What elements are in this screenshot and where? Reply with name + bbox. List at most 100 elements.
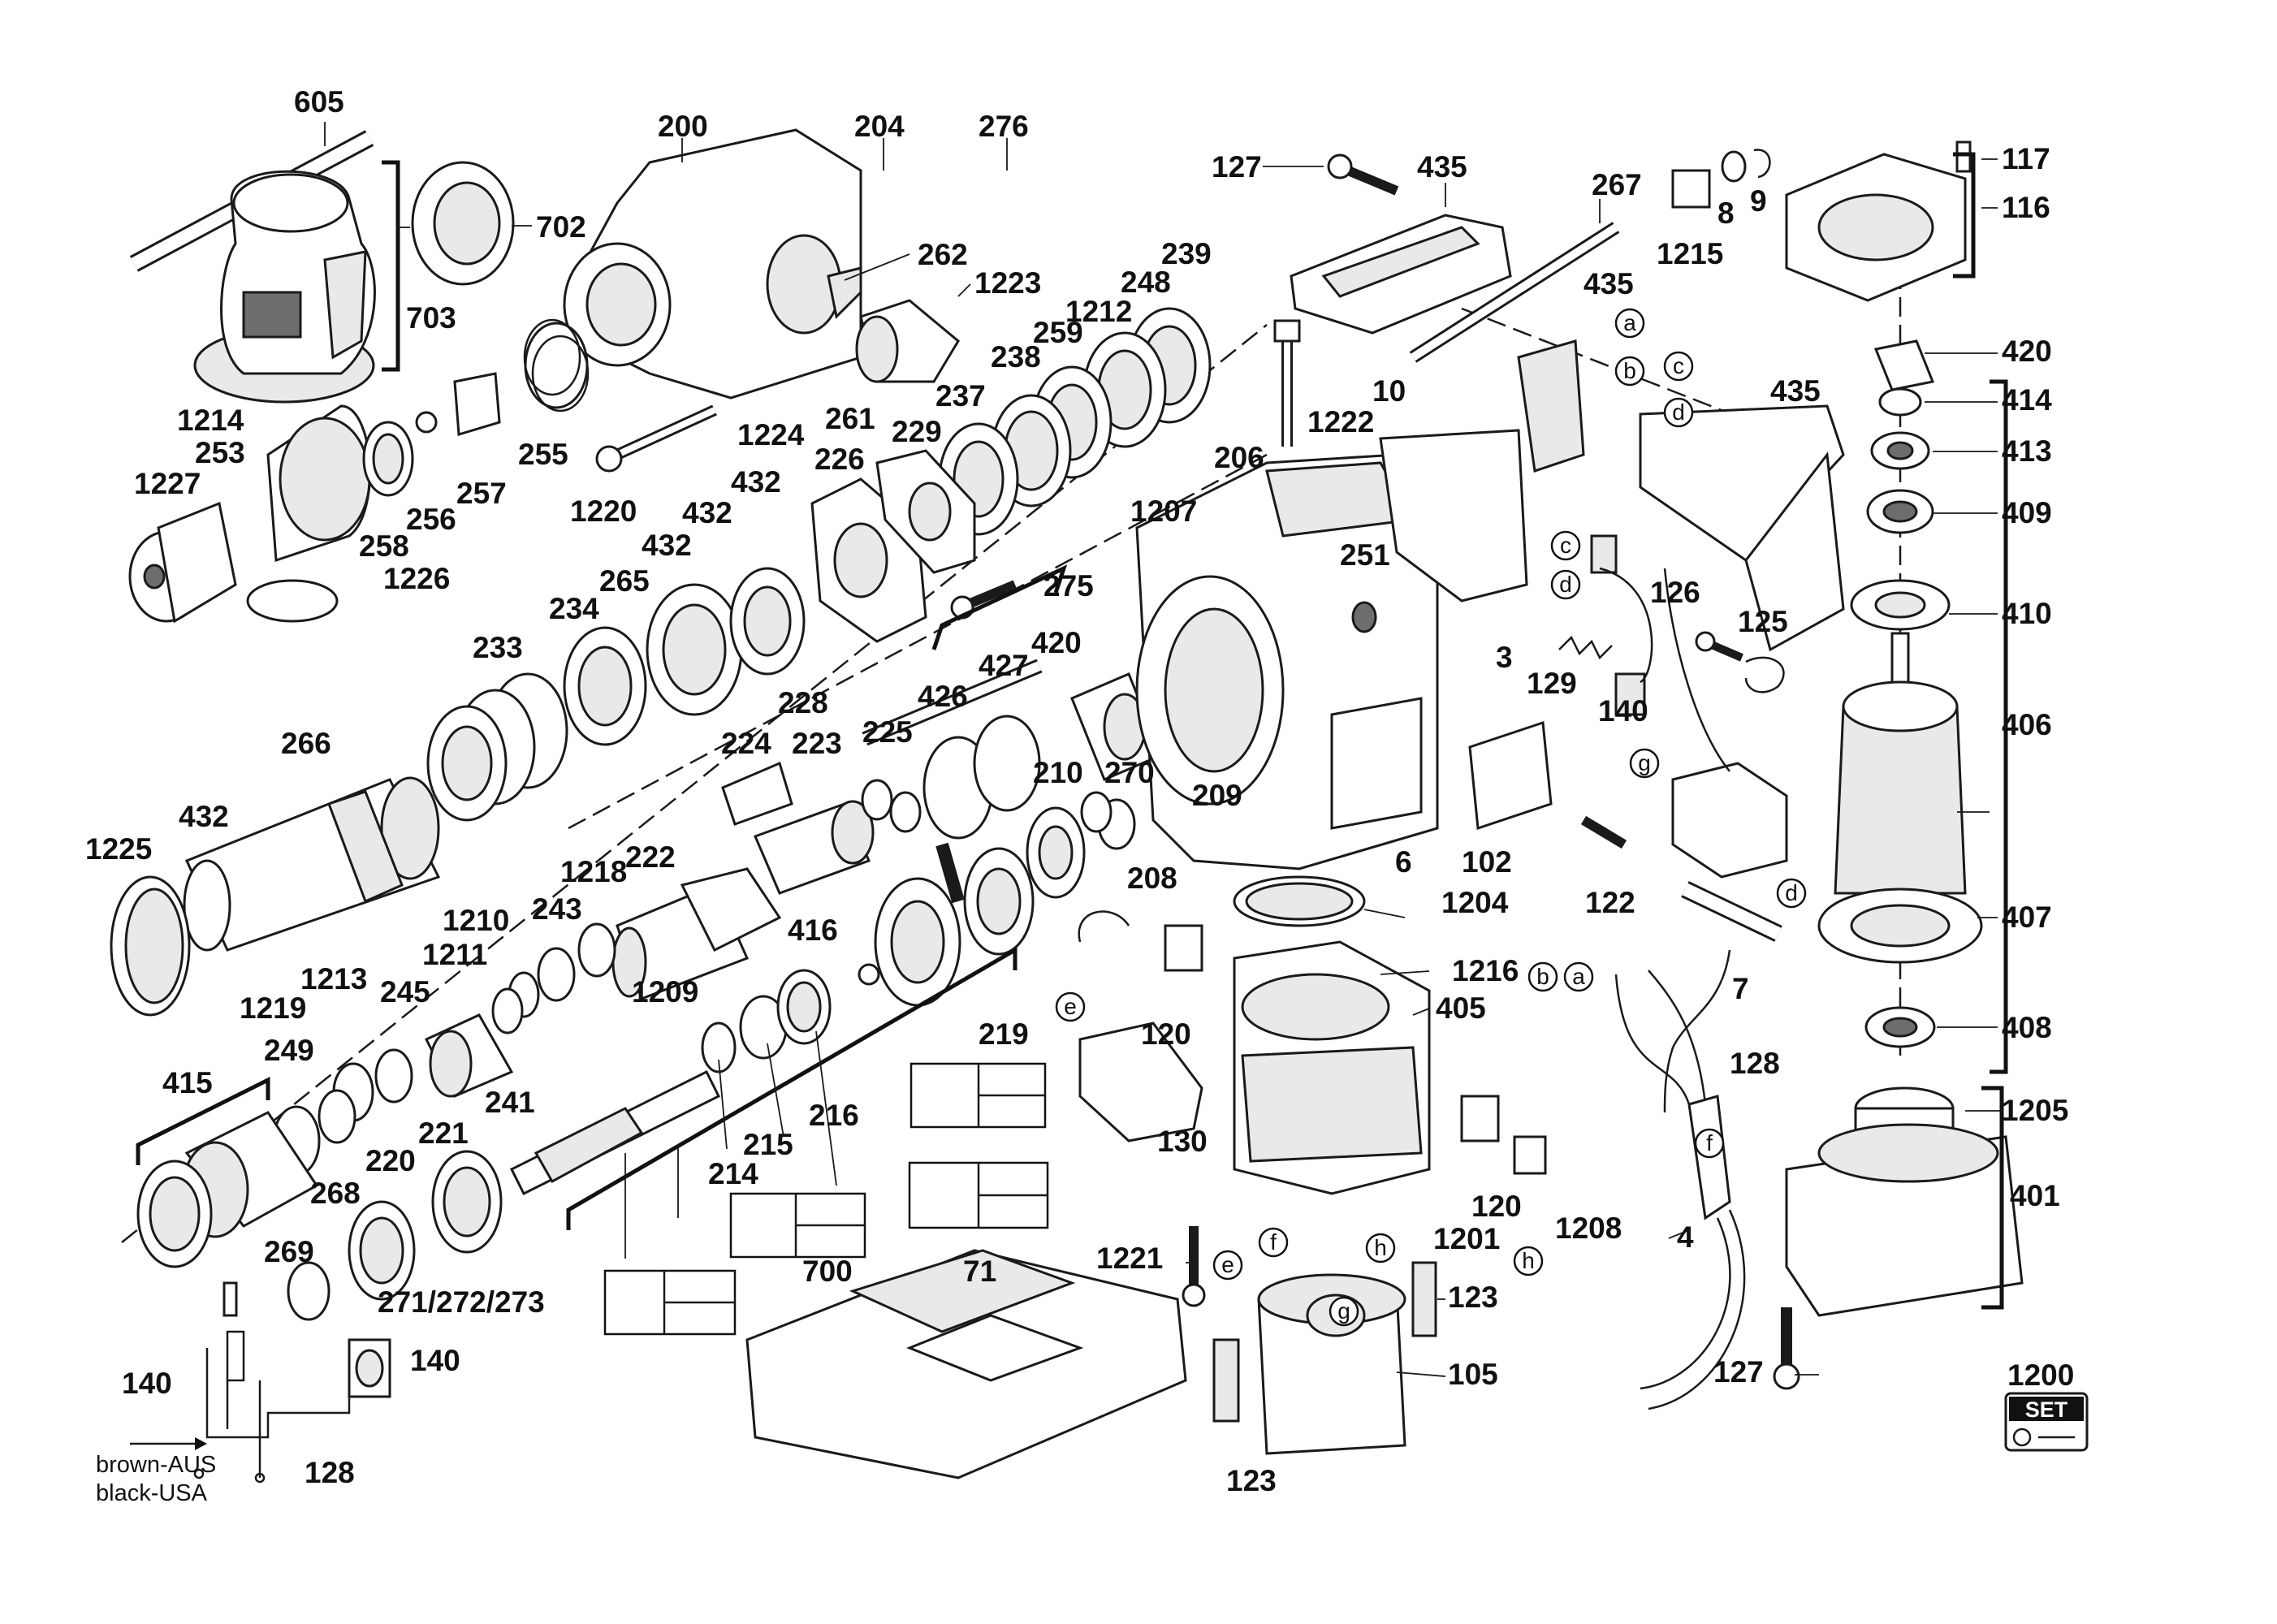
part-label: 224 xyxy=(721,727,771,760)
wire-128 xyxy=(1663,949,1731,1113)
callout-label: e xyxy=(1064,994,1077,1019)
callout-label: d xyxy=(1672,400,1685,425)
bracket-130 xyxy=(1078,1021,1203,1142)
part-label: 206 xyxy=(1214,441,1264,474)
screw-127-bottom xyxy=(1773,1307,1800,1390)
part-label: 420 xyxy=(1031,626,1082,659)
handle-435 xyxy=(1379,339,1845,652)
switch-261 xyxy=(827,266,960,383)
spindle-432 xyxy=(183,776,441,952)
callout-g-2: g xyxy=(1329,1296,1359,1327)
callout-c-1: c xyxy=(1663,351,1694,382)
part-label: 405 xyxy=(1436,991,1486,1025)
part-label: 127 xyxy=(1713,1355,1764,1389)
screw-127-top xyxy=(1327,153,1399,196)
callout-a-2: a xyxy=(1563,961,1594,992)
part-label: 223 xyxy=(792,727,842,760)
part-label: 208 xyxy=(1127,862,1177,895)
part-label: 1219 xyxy=(240,991,306,1025)
part-label: 256 xyxy=(406,503,456,536)
callout-label: h xyxy=(1522,1248,1535,1273)
callout-b-2: b xyxy=(1527,961,1558,992)
piston-223 xyxy=(721,761,875,895)
part-label: 222 xyxy=(625,840,676,874)
part-label: 1200 xyxy=(2007,1358,2074,1392)
screws-126-125 xyxy=(1695,631,1785,693)
part-label: 432 xyxy=(682,496,732,529)
part-label: 420 xyxy=(2002,335,2052,368)
part-label: 414 xyxy=(2002,383,2052,417)
part-label: 259 xyxy=(1033,316,1083,349)
part-label: 102 xyxy=(1462,845,1512,879)
part-label: 276 xyxy=(979,110,1029,143)
callout-label: b xyxy=(1623,358,1636,383)
toolcase-700 xyxy=(745,1249,1187,1479)
part-label: 219 xyxy=(979,1017,1029,1051)
part-label: 432 xyxy=(179,800,229,833)
part-label: 406 xyxy=(2002,708,2052,741)
callout-label: g xyxy=(1337,1298,1350,1324)
kit-table-700-71 xyxy=(908,1161,1049,1229)
part-label: 204 xyxy=(854,110,905,143)
stator-housing-405 xyxy=(1233,940,1431,1195)
part-label: 432 xyxy=(731,465,781,499)
part-label: 271/272/273 xyxy=(378,1285,545,1319)
kit-table-411-415 xyxy=(729,1192,866,1259)
callout-label: a xyxy=(1623,310,1636,335)
part-label: 270 xyxy=(1104,756,1155,789)
note-black-usa: black-USA xyxy=(96,1480,208,1506)
part-label: 8 xyxy=(1717,197,1735,230)
part-label: 120 xyxy=(1141,1017,1191,1051)
callout-h-2: h xyxy=(1513,1246,1544,1276)
part-label: 127 xyxy=(1212,150,1262,184)
part-shapes: SET xyxy=(110,128,2089,1484)
wiring-notes: brown-AUS black-USA xyxy=(96,1452,216,1506)
callout-g-1: g xyxy=(1629,748,1660,779)
clutch-parts-216 xyxy=(701,963,880,1073)
part-label: 415 xyxy=(162,1066,213,1099)
callout-label: f xyxy=(1270,1229,1277,1255)
spring-255 xyxy=(523,318,590,412)
part-label: 1224 xyxy=(737,418,805,451)
callout-h-1: h xyxy=(1365,1233,1396,1263)
fan-housing-401 xyxy=(1785,1086,2024,1317)
ring-1204 xyxy=(1233,875,1366,927)
part-label: 243 xyxy=(532,892,582,926)
part-label: 1226 xyxy=(383,562,450,595)
field-coil-105 xyxy=(1257,1273,1406,1455)
part-label: 1214 xyxy=(177,404,244,437)
ring-1225 xyxy=(110,875,191,1017)
callout-a-1: a xyxy=(1614,308,1645,339)
part-label: 258 xyxy=(359,529,409,563)
part-label: 220 xyxy=(365,1144,416,1177)
spring-129 xyxy=(1558,635,1613,660)
part-label: 401 xyxy=(2010,1179,2060,1212)
part-label: 125 xyxy=(1738,605,1788,638)
wiring-schematic xyxy=(130,1281,391,1484)
part-label: 1220 xyxy=(570,495,637,528)
part-label: 251 xyxy=(1340,538,1390,572)
callout-circles: a b c d c d g e f e f g h h b a d f xyxy=(0,0,1807,1327)
part-label: 1211 xyxy=(422,938,487,971)
striker-222 xyxy=(611,867,782,1000)
bolt-1220 xyxy=(595,404,717,473)
part-label: 435 xyxy=(1770,374,1821,408)
part-label: 229 xyxy=(892,415,942,448)
part-label: 407 xyxy=(2002,901,2052,934)
callout-label: a xyxy=(1572,964,1585,989)
note-brown-aus: brown-AUS xyxy=(96,1452,216,1478)
part-label: 266 xyxy=(281,727,331,760)
part-label: 703 xyxy=(406,301,456,335)
part-label: 71 xyxy=(963,1255,996,1288)
part-label: 255 xyxy=(518,438,568,471)
chuck-assembly-1214 xyxy=(128,404,371,624)
part-label: 140 xyxy=(1598,694,1648,728)
dust-cap-702 xyxy=(411,161,515,286)
part-label: 1215 xyxy=(1657,237,1723,270)
callout-f-3: f xyxy=(0,0,6,5)
set-badge-text: SET xyxy=(2025,1397,2068,1422)
callout-label: d xyxy=(1785,880,1798,905)
part-label: 432 xyxy=(642,529,692,562)
part-label: 105 xyxy=(1448,1358,1498,1391)
